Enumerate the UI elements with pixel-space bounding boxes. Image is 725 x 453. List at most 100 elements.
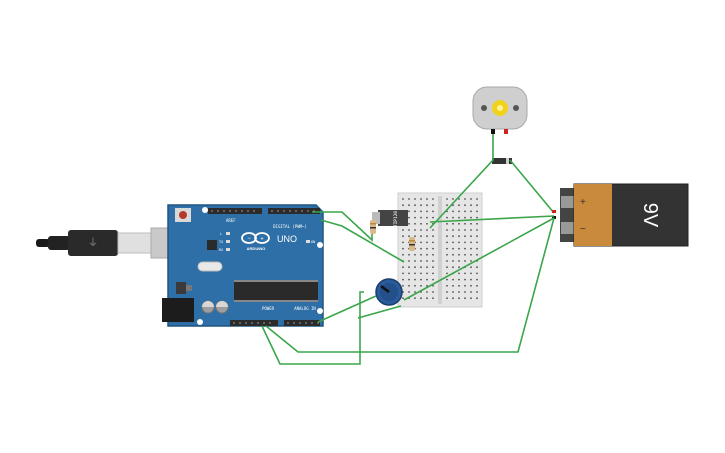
breadboard-hole[interactable] <box>420 266 422 269</box>
breadboard-hole[interactable] <box>414 222 416 225</box>
breadboard-hole[interactable] <box>446 253 448 256</box>
breadboard-hole[interactable] <box>426 241 428 244</box>
breadboard-hole[interactable] <box>432 235 434 238</box>
breadboard-hole[interactable] <box>426 222 428 225</box>
breadboard-hole[interactable] <box>446 291 448 293</box>
breadboard-hole[interactable] <box>402 253 404 256</box>
breadboard-hole[interactable] <box>426 272 428 275</box>
breadboard-hole[interactable] <box>458 297 460 300</box>
breadboard-hole[interactable] <box>458 204 460 207</box>
breadboard-hole[interactable] <box>420 241 422 244</box>
breadboard-hole[interactable] <box>414 266 416 269</box>
breadboard-hole[interactable] <box>402 297 404 300</box>
breadboard-hole[interactable] <box>452 266 454 269</box>
breadboard-hole[interactable] <box>446 216 448 219</box>
breadboard-hole[interactable] <box>408 210 410 213</box>
breadboard-hole[interactable] <box>452 297 454 300</box>
breadboard-hole[interactable] <box>420 235 422 238</box>
breadboard-hole[interactable] <box>420 253 422 256</box>
breadboard-hole[interactable] <box>476 216 478 219</box>
breadboard-hole[interactable] <box>476 241 478 244</box>
breadboard-hole[interactable] <box>446 278 448 281</box>
breadboard-hole[interactable] <box>470 272 472 275</box>
breadboard-hole[interactable] <box>464 198 466 200</box>
breadboard-hole[interactable] <box>458 210 460 213</box>
breadboard-hole[interactable] <box>402 229 404 231</box>
breadboard-hole[interactable] <box>470 216 472 219</box>
breadboard-hole[interactable] <box>464 278 466 281</box>
breadboard-hole[interactable] <box>452 253 454 256</box>
breadboard-hole[interactable] <box>426 247 428 250</box>
breadboard-hole[interactable] <box>470 266 472 269</box>
breadboard-hole[interactable] <box>476 284 478 287</box>
breadboard-hole[interactable] <box>470 284 472 287</box>
breadboard-hole[interactable] <box>452 222 454 225</box>
breadboard-hole[interactable] <box>446 222 448 225</box>
breadboard-hole[interactable] <box>426 235 428 238</box>
breadboard-hole[interactable] <box>414 198 416 200</box>
breadboard-hole[interactable] <box>452 247 454 250</box>
breadboard-hole[interactable] <box>464 253 466 256</box>
breadboard-hole[interactable] <box>476 198 478 200</box>
breadboard-hole[interactable] <box>408 284 410 287</box>
breadboard-hole[interactable] <box>452 198 454 200</box>
breadboard-hole[interactable] <box>476 272 478 275</box>
breadboard-hole[interactable] <box>458 253 460 256</box>
breadboard-hole[interactable] <box>458 272 460 275</box>
breadboard-hole[interactable] <box>414 284 416 287</box>
breadboard-hole[interactable] <box>446 241 448 244</box>
breadboard-hole[interactable] <box>426 216 428 219</box>
breadboard-hole[interactable] <box>446 204 448 207</box>
breadboard-hole[interactable] <box>464 241 466 244</box>
breadboard-hole[interactable] <box>402 272 404 275</box>
breadboard-hole[interactable] <box>458 216 460 219</box>
arduino-board[interactable]: AREF DIGITAL (PWM~) L TX RX ON − + UNO A… <box>162 204 324 327</box>
breadboard-hole[interactable] <box>470 260 472 262</box>
breadboard-hole[interactable] <box>420 222 422 225</box>
breadboard-hole[interactable] <box>470 291 472 293</box>
breadboard-hole[interactable] <box>426 210 428 213</box>
breadboard-hole[interactable] <box>476 210 478 213</box>
breadboard-hole[interactable] <box>432 229 434 231</box>
breadboard-hole[interactable] <box>408 222 410 225</box>
breadboard-hole[interactable] <box>426 266 428 269</box>
breadboard-hole[interactable] <box>402 198 404 200</box>
breadboard-hole[interactable] <box>452 241 454 244</box>
power-header[interactable] <box>230 320 278 326</box>
breadboard-hole[interactable] <box>432 284 434 287</box>
breadboard-hole[interactable] <box>476 229 478 231</box>
breadboard-hole[interactable] <box>476 291 478 293</box>
breadboard-hole[interactable] <box>470 235 472 238</box>
breadboard-hole[interactable] <box>426 284 428 287</box>
breadboard-hole[interactable] <box>408 272 410 275</box>
wires[interactable] <box>261 134 555 365</box>
breadboard-hole[interactable] <box>420 229 422 231</box>
breadboard-hole[interactable] <box>446 235 448 238</box>
breadboard-hole[interactable] <box>470 204 472 207</box>
breadboard-hole[interactable] <box>432 216 434 219</box>
breadboard-hole[interactable] <box>414 235 416 238</box>
breadboard-hole[interactable] <box>414 291 416 293</box>
breadboard-hole[interactable] <box>464 260 466 262</box>
resistor-base[interactable] <box>370 220 376 234</box>
breadboard-hole[interactable] <box>458 266 460 269</box>
breadboard-hole[interactable] <box>446 229 448 231</box>
breadboard-hole[interactable] <box>476 222 478 225</box>
breadboard-hole[interactable] <box>420 204 422 207</box>
breadboard-hole[interactable] <box>426 229 428 231</box>
breadboard-hole[interactable] <box>420 216 422 219</box>
breadboard-hole[interactable] <box>452 284 454 287</box>
breadboard-hole[interactable] <box>432 253 434 256</box>
breadboard-hole[interactable] <box>426 198 428 200</box>
resistor-pot-divider[interactable] <box>409 237 415 251</box>
breadboard-hole[interactable] <box>402 247 404 250</box>
breadboard-hole[interactable] <box>420 284 422 287</box>
breadboard-hole[interactable] <box>414 210 416 213</box>
breadboard-hole[interactable] <box>446 198 448 200</box>
breadboard-hole[interactable] <box>464 229 466 231</box>
breadboard-hole[interactable] <box>420 297 422 300</box>
breadboard-hole[interactable] <box>464 204 466 207</box>
breadboard-hole[interactable] <box>414 260 416 262</box>
breadboard-hole[interactable] <box>402 204 404 207</box>
breadboard-hole[interactable] <box>432 278 434 281</box>
